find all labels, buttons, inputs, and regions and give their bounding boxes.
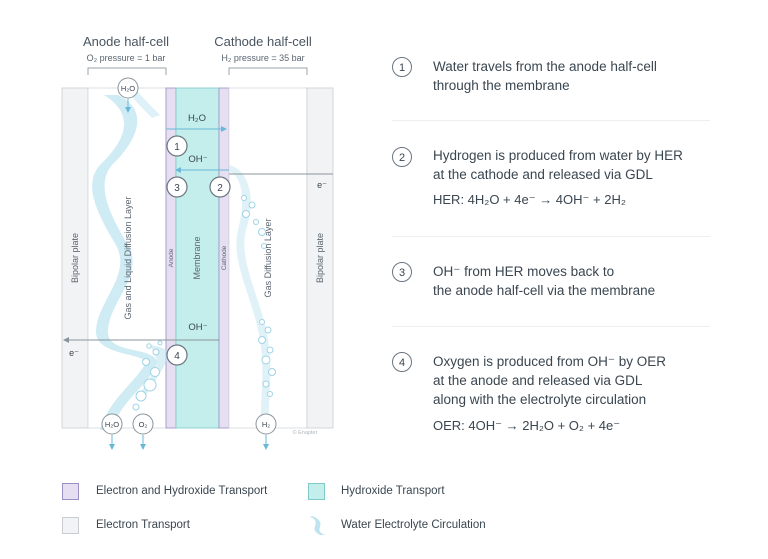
step-2-line-1: Hydrogen is produced from water by HER	[433, 148, 683, 163]
separator-3	[392, 326, 710, 327]
copyright-label: © Enapter	[293, 429, 318, 436]
step-1-line-2: through the membrane	[433, 78, 570, 93]
cathode-bracket	[228, 67, 308, 75]
bipolar-plate-left-label: Bipolar plate	[70, 233, 80, 283]
bipolar-plate-right-label: Bipolar plate	[315, 233, 325, 283]
legend-label-hydroxide: Hydroxide Transport	[341, 485, 445, 497]
diagram-marker-3-label: 3	[174, 183, 180, 194]
gas-circulation-cathode	[229, 165, 271, 430]
h2-outlet-label: H₂	[262, 420, 270, 429]
legend-label-electron-hydroxide: Electron and Hydroxide Transport	[96, 485, 268, 497]
legend-swatch-electron-hydroxide	[62, 483, 79, 500]
oxygen-bubbles	[132, 340, 163, 411]
step-2-text: Hydrogen is produced from water by HER a…	[433, 146, 753, 184]
electrolyzer-cell-diagram: Bipolar plate Gas and Liquid Diffusion L…	[61, 67, 334, 450]
h2o-inlet-label: H₂O	[121, 84, 135, 93]
membrane-label: Membrane	[192, 236, 202, 279]
hydrogen-bubbles	[241, 195, 276, 397]
diagram-marker-1-label: 1	[174, 142, 180, 153]
electron-right-label: e⁻	[317, 180, 327, 190]
diagram-marker-4-label: 4	[174, 351, 180, 362]
step-2-equation: HER: 4H₂O + 4e⁻ → 4OH⁻ + 2H₂	[433, 192, 626, 207]
step-3-line-2: the anode half-cell via the membrane	[433, 283, 656, 298]
cathode-pressure-label: H₂ pressure = 35 bar	[221, 53, 305, 63]
h2o-outlet-label: H₂O	[105, 420, 119, 429]
anode-label: Anode	[168, 248, 175, 267]
step-4-number: 4	[392, 352, 412, 372]
h2o-outlet-marker	[101, 413, 123, 435]
h2o-inlet-marker	[117, 77, 139, 99]
diagram-marker-1: 1	[166, 135, 188, 157]
h2o-transfer-label: H₂O	[188, 113, 206, 124]
diagram-marker-3: 3	[166, 176, 188, 198]
legend-swatch-hydroxide	[308, 483, 325, 500]
step-1-text: Water travels from the anode half-cell t…	[433, 57, 753, 95]
step-4-line-3: along with the electrolyte circulation	[433, 392, 647, 407]
step-2-number: 2	[392, 147, 412, 167]
anode-pressure-label: O₂ pressure = 1 bar	[86, 53, 166, 63]
legend-label-water-circulation: Water Electrolyte Circulation	[341, 519, 486, 531]
h2-outlet-marker	[255, 413, 277, 435]
water-circulation-anode	[92, 95, 158, 430]
diagram-marker-4: 4	[166, 344, 188, 366]
anode-half-cell-title: Anode half-cell	[83, 34, 169, 49]
oh-upper-label: OH⁻	[188, 154, 207, 165]
legend-swatch-water-circulation	[310, 516, 326, 535]
separator-2	[392, 236, 710, 237]
step-4-line-1: Oxygen is produced from OH⁻ by OER	[433, 354, 666, 369]
step-4-equation: OER: 4OH⁻ → 2H₂O + O₂ + 4e⁻	[433, 418, 621, 433]
bipolar-plate-left	[61, 87, 89, 429]
diagram-marker-2: 2	[209, 176, 231, 198]
oh-lower-label: OH⁻	[188, 322, 207, 333]
o2-outlet-marker	[132, 413, 154, 435]
anode-bracket	[87, 67, 167, 75]
gldl-label: Gas and Liquid Diffusion Layer	[123, 197, 133, 320]
step-3-text: OH⁻ from HER moves back to the anode hal…	[433, 262, 753, 300]
step-4-line-2: at the anode and released via GDL	[433, 373, 643, 388]
bipolar-plate-right	[306, 87, 334, 429]
cathode-label: Cathode	[221, 245, 228, 270]
gdl-label: Gas Diffusion Layer	[263, 219, 273, 298]
legend-label-electron: Electron Transport	[96, 519, 190, 531]
step-3-line-1: OH⁻ from HER moves back to	[433, 264, 615, 279]
step-3-number: 3	[392, 262, 412, 282]
step-2-line-2: at the cathode and released via GDL	[433, 167, 653, 182]
electron-left-label: e⁻	[69, 348, 79, 358]
legend-swatch-electron	[62, 517, 79, 534]
separator-1	[392, 120, 710, 121]
step-1-number: 1	[392, 57, 412, 77]
diagram-marker-2-label: 2	[217, 183, 223, 194]
cathode-half-cell-title: Cathode half-cell	[214, 34, 312, 49]
step-4-text: Oxygen is produced from OH⁻ by OER at th…	[433, 352, 753, 409]
o2-outlet-label: O₂	[139, 420, 148, 429]
step-1-line-1: Water travels from the anode half-cell	[433, 59, 657, 74]
